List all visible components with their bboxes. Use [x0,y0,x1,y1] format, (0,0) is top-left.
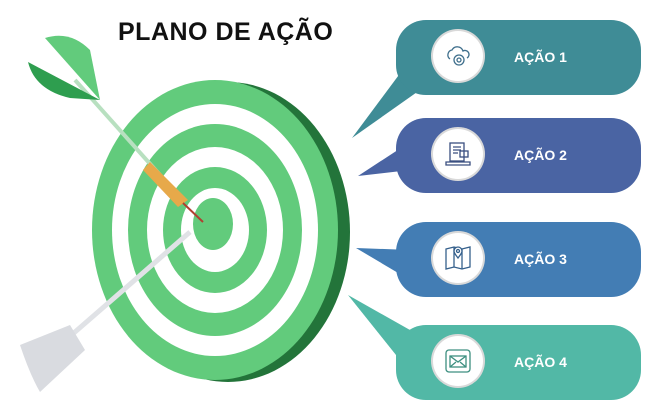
callout-pointer-4 [348,295,410,360]
action-label-1: AÇÃO 1 [514,49,567,65]
dart [28,35,204,223]
page-title: PLANO DE AÇÃO [118,18,334,46]
action-card-3[interactable]: AÇÃO 3 [396,222,641,297]
cloud-gear-icon [431,29,485,83]
map-pin-icon [431,231,485,285]
laptop-document-icon [431,127,485,181]
dart-shadow [20,230,192,392]
action-label-4: AÇÃO 4 [514,354,567,370]
action-label-3: AÇÃO 3 [514,251,567,267]
envelope-icon [431,334,485,388]
action-label-2: AÇÃO 2 [514,147,567,163]
action-card-1[interactable]: AÇÃO 1 [396,20,641,95]
dartboard [92,80,350,382]
action-card-4[interactable]: AÇÃO 4 [396,325,641,400]
action-card-2[interactable]: AÇÃO 2 [396,118,641,193]
